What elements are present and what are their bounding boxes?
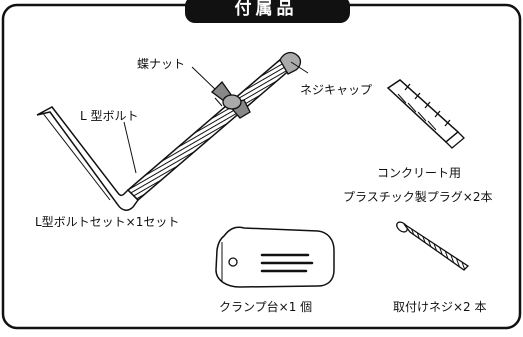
plastic-anchor-illustration xyxy=(386,79,465,149)
page-title: 付属品 xyxy=(234,0,298,19)
screw-cap-illustration xyxy=(279,51,309,75)
title-tab xyxy=(185,0,350,23)
tapping-screw-illustration xyxy=(396,221,470,271)
screw-cap-label: ネジキャップ xyxy=(300,83,373,97)
wing-nut-illustration xyxy=(211,80,251,119)
clamp-base-illustration xyxy=(215,226,335,288)
l-bolt-set-label: L型ボルトセット×1セット xyxy=(35,215,180,229)
tapping-screw-label: 取付けネジ×2 本 xyxy=(393,300,487,314)
anchor-label-line2: プラスチック製プラグ×2本 xyxy=(343,190,493,204)
l-bolt-label: L 型ボルト xyxy=(80,109,139,123)
anchor-label-line1: コンクリート用 xyxy=(377,166,462,180)
clamp-base-label: クランプ台×1 個 xyxy=(219,300,313,314)
wing-nut-label: 蝶ナット xyxy=(137,57,186,71)
